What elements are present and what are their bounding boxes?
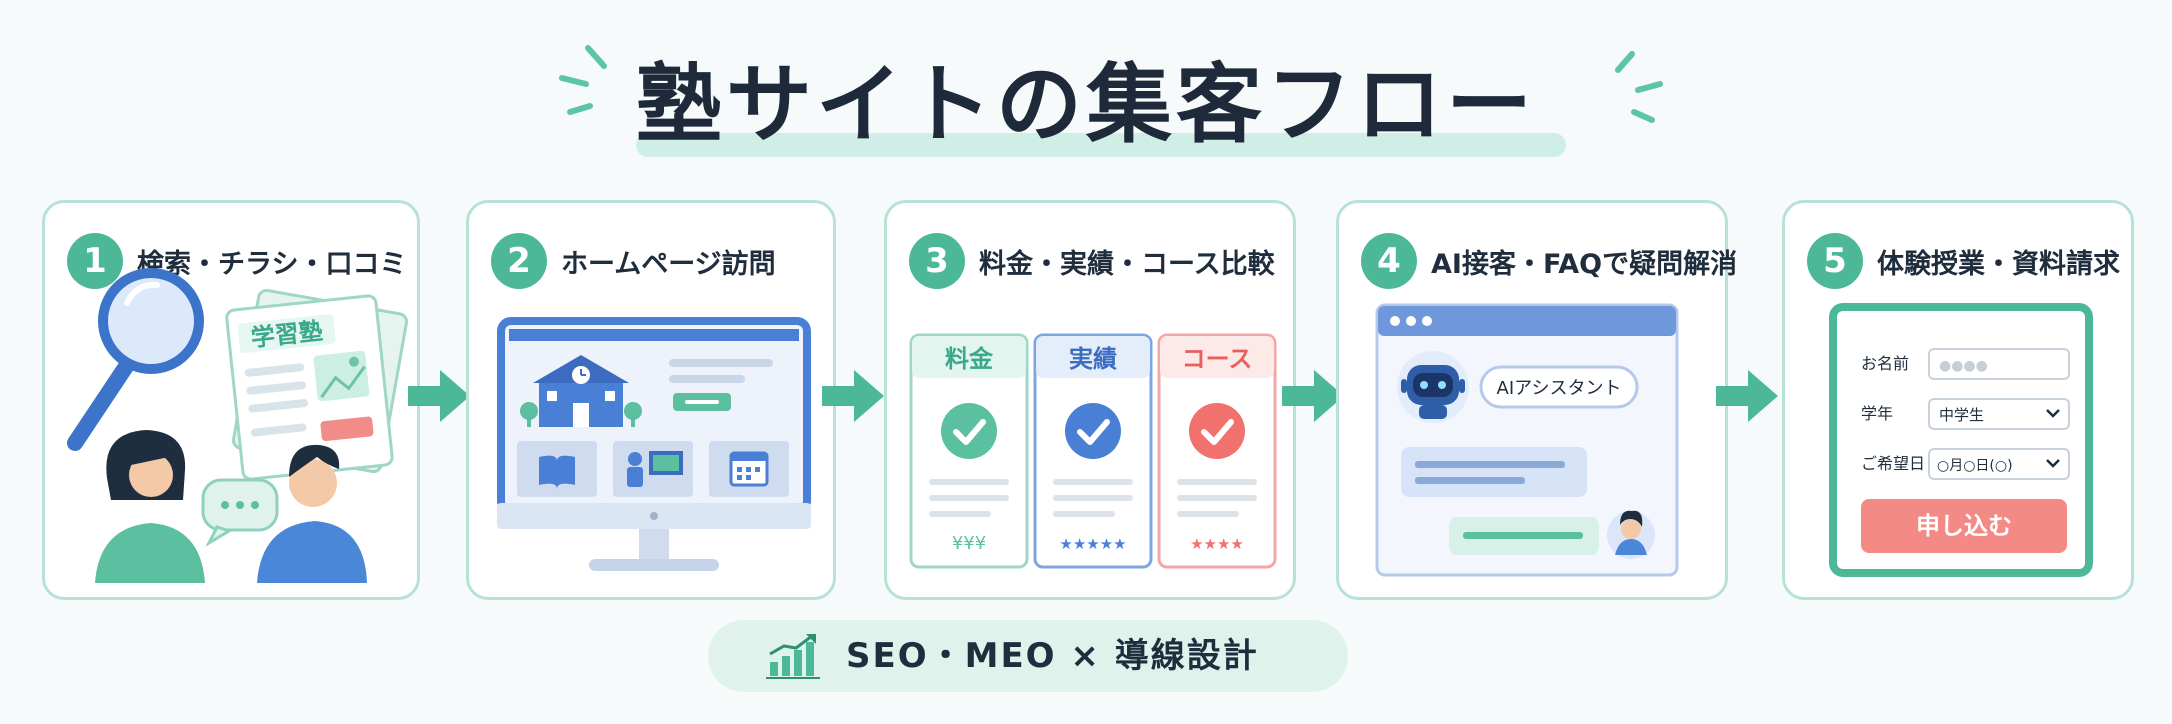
man-icon — [257, 444, 367, 583]
search-flyer-illustration: 学習塾 — [67, 268, 408, 583]
title-highlight — [636, 133, 1566, 157]
growth-chart-icon — [766, 634, 820, 679]
page-title: 塾サイトの集客フロー — [636, 55, 1536, 155]
compare-card-results: 実績 ★★★★★ — [1033, 333, 1153, 569]
compare-card-course: コース ★★★★ — [1157, 333, 1277, 569]
step-number: 3 — [909, 233, 965, 289]
step-2-header: 2 ホームページ訪問 — [491, 233, 776, 289]
footer-text: SEO・MEO × 導線設計 — [846, 636, 1259, 676]
school-icon — [520, 355, 642, 427]
flow-arrow-icon — [822, 370, 884, 422]
title-area: 塾サイトの集客フロー — [0, 40, 2172, 170]
calendar-icon — [729, 451, 769, 487]
card-title: コース — [1182, 345, 1253, 373]
chevron-down-icon — [2046, 459, 2060, 468]
card-rating: ¥¥¥ — [952, 533, 986, 554]
card-title: 実績 — [1069, 345, 1117, 373]
form-label-grade: 学年 — [1861, 404, 1893, 423]
assistant-label: AIアシスタント — [1497, 378, 1622, 399]
form-field-name: ●●●● — [1939, 358, 1988, 374]
robot-icon — [1397, 351, 1469, 423]
check-icon — [941, 403, 997, 459]
step-1-header: 1 検索・チラシ・口コミ — [67, 233, 406, 289]
flow-arrow-icon — [1282, 370, 1344, 422]
step-label: 体験授業・資料請求 — [1877, 248, 2120, 280]
ai-chat-illustration: AIアシスタント — [1375, 303, 1679, 577]
magnifier-icon — [67, 268, 204, 451]
submit-button — [1861, 499, 2067, 553]
submit-button-label: 申し込む — [1916, 512, 2012, 540]
step-1-card: 1 検索・チラシ・口コミ 学習塾 — [42, 200, 420, 600]
step-5-header: 5 体験授業・資料請求 — [1807, 233, 2120, 289]
step-label: ホームページ訪問 — [561, 248, 776, 280]
card-title: 料金 — [945, 345, 994, 373]
card-rating: ★★★★ — [1190, 535, 1244, 553]
step-4-header: 4 AI接客・FAQで疑問解消 — [1361, 233, 1737, 289]
teacher-board-icon — [627, 451, 683, 487]
step-2-card: 2 ホームページ訪問 — [466, 200, 836, 600]
step-3-card: 3 料金・実績・コース比較 料金 ¥¥¥ 実績 ★★★★★ — [884, 200, 1296, 600]
step-label: 料金・実績・コース比較 — [979, 248, 1275, 280]
footer-tagline: SEO・MEO × 導線設計 — [708, 620, 1348, 692]
check-icon — [1065, 403, 1121, 459]
form-label-date: ご希望日 — [1861, 454, 1925, 473]
book-icon — [539, 455, 575, 489]
compare-card-price: 料金 ¥¥¥ — [909, 333, 1029, 569]
speech-bubble-icon — [201, 478, 279, 547]
step-number: 1 — [67, 233, 123, 289]
step-label: 検索・チラシ・口コミ — [137, 248, 407, 280]
check-icon — [1189, 403, 1245, 459]
step-4-card: 4 AI接客・FAQで疑問解消 AIアシスタント — [1336, 200, 1737, 600]
form-select-date: ○月○日(○) — [1937, 458, 2013, 474]
step-3-header: 3 料金・実績・コース比較 — [909, 233, 1275, 289]
card-rating: ★★★★★ — [1059, 535, 1126, 553]
chevron-down-icon — [2046, 409, 2060, 418]
application-form: お名前 ●●●● 学年 中学生 ご希望日 ○月○日(○) 申し込む — [1829, 303, 2093, 577]
step-number: 5 — [1807, 233, 1863, 289]
user-avatar-icon — [1607, 510, 1655, 559]
flow-arrow-icon — [408, 370, 470, 422]
monitor-illustration — [497, 317, 811, 571]
step-5-card: 5 体験授業・資料請求 お名前 ●●●● 学年 中学生 ご希望日 ○月○日(○)… — [1782, 200, 2134, 600]
flow-arrow-icon — [1716, 370, 1778, 422]
form-label-name: お名前 — [1861, 354, 1909, 373]
form-select-grade: 中学生 — [1939, 406, 1984, 424]
comparison-cards: 料金 ¥¥¥ 実績 ★★★★★ コース — [909, 333, 1277, 569]
step-label: AI接客・FAQで疑問解消 — [1431, 248, 1738, 280]
step-number: 4 — [1361, 233, 1417, 289]
woman-icon — [95, 430, 205, 583]
step-number: 2 — [491, 233, 547, 289]
